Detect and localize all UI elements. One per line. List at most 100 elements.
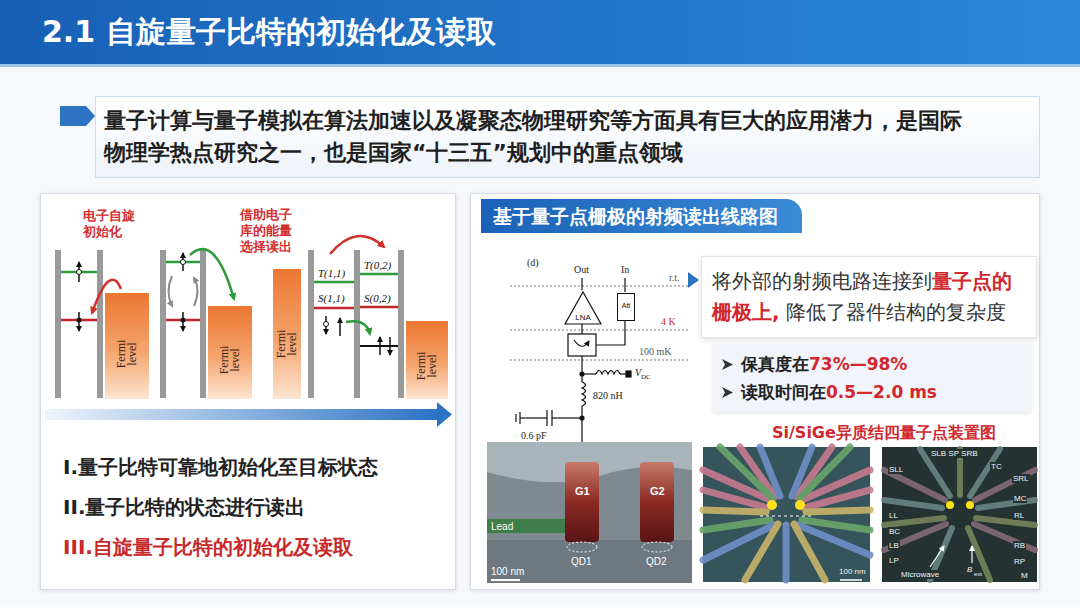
device-image bbox=[971, 546, 972, 563]
device-image bbox=[745, 524, 778, 580]
device-image bbox=[884, 449, 1035, 580]
panel-ground bbox=[40, 193, 1040, 590]
amplifier-outline bbox=[565, 292, 601, 324]
device-image bbox=[794, 524, 825, 580]
energy-diagram bbox=[360, 306, 398, 309]
sem-image bbox=[567, 542, 597, 552]
device-image bbox=[946, 501, 954, 509]
energy-diagram bbox=[360, 273, 398, 276]
title-band bbox=[0, 0, 1080, 67]
callout-text: 降低了器件结构的复杂度 bbox=[786, 300, 1006, 324]
device-image bbox=[806, 510, 870, 512]
rf-circuit bbox=[519, 412, 520, 424]
title-band bbox=[0, 64, 1080, 67]
box-text: 量子计算与量子模拟在算法加速以及凝聚态物理研究等方面具有巨大的应用潜力，是国际物… bbox=[104, 105, 966, 169]
annotation-label: G2 bbox=[650, 486, 665, 497]
annotation-label: RP bbox=[1013, 557, 1026, 566]
fermi-block: Fermi level bbox=[273, 269, 301, 399]
rf-circuit bbox=[582, 382, 586, 406]
device-image bbox=[884, 500, 942, 508]
annotation-label: 借助电子库的能量选择读出 bbox=[240, 207, 296, 255]
energy-diagram bbox=[389, 337, 391, 355]
energy-diagram bbox=[314, 307, 354, 310]
rf-circuit bbox=[580, 416, 584, 420]
annotation-label: ext bbox=[974, 571, 982, 578]
sem-image bbox=[642, 542, 672, 552]
bullet-box: 保真度在73%—98%读取时间在0.5—2.0 ms bbox=[713, 344, 1031, 412]
energy-diagram bbox=[200, 250, 206, 398]
panel-ground bbox=[470, 193, 1040, 590]
annotation-label: TC bbox=[990, 462, 1003, 471]
annotation-label: 电子自旋初始化 bbox=[83, 208, 139, 240]
device-image bbox=[760, 447, 780, 496]
bullet-text: 0.5—2.0 ms bbox=[826, 382, 937, 402]
bullet-arrow bbox=[721, 386, 734, 399]
annotation-label: DC bbox=[641, 373, 651, 381]
annotation-label: T(0,2) bbox=[363, 259, 392, 271]
annotation-label: 820 nH bbox=[592, 390, 624, 402]
rf-circuit bbox=[581, 324, 582, 334]
device-image bbox=[804, 490, 870, 508]
panel-ground bbox=[40, 193, 456, 590]
energy-diagram bbox=[308, 250, 314, 398]
energy-diagram bbox=[45, 409, 437, 420]
annotation-label: B bbox=[966, 565, 973, 574]
fermi-label: Fermi level bbox=[219, 339, 241, 381]
sem-image bbox=[640, 462, 674, 542]
amplifier-triangle: LNA bbox=[564, 291, 602, 325]
rf-circuit bbox=[574, 340, 589, 346]
annotation-label: M bbox=[1020, 571, 1029, 580]
rf-circuit bbox=[626, 371, 631, 377]
annotation-label: RL bbox=[1013, 511, 1025, 520]
rf-circuit bbox=[620, 373, 626, 374]
annotation-label: 100 mK bbox=[638, 346, 673, 358]
annotation-label: LB bbox=[888, 541, 900, 550]
energy-diagram bbox=[360, 345, 398, 347]
energy-diagram bbox=[194, 278, 198, 306]
panel-text: I.量子比特可靠地初始化至目标状态 bbox=[63, 454, 378, 480]
device-image bbox=[703, 490, 768, 508]
annotation-label: Microwave bbox=[900, 570, 940, 579]
sem-image bbox=[565, 462, 599, 542]
annotation-label: In bbox=[620, 264, 630, 276]
annotation-label: SRL bbox=[1012, 474, 1030, 483]
energy-diagram bbox=[55, 250, 61, 398]
annotation-label: S(0,2) bbox=[363, 292, 392, 304]
annotation-label: LL bbox=[888, 511, 899, 520]
device-image bbox=[795, 500, 805, 510]
rf-circuit bbox=[551, 410, 552, 426]
annotation-label: SLL bbox=[888, 465, 904, 474]
bullet-line: 读取时间在0.5—2.0 ms bbox=[741, 378, 1021, 406]
panel-heading: 基于量子点栅极的射频读出线路图 bbox=[481, 199, 802, 233]
annotation-label: G1 bbox=[575, 486, 590, 497]
annotation-label: QD2 bbox=[646, 556, 667, 567]
annotation-label: Lead bbox=[491, 521, 513, 532]
device-image bbox=[884, 524, 946, 550]
annotation-label: BC bbox=[888, 527, 901, 536]
sem-image bbox=[487, 540, 692, 583]
device-image bbox=[783, 525, 790, 580]
device-image bbox=[882, 447, 1037, 582]
annotation-label: LP bbox=[888, 556, 900, 565]
fermi-block: Fermi level bbox=[406, 321, 448, 399]
title-band bbox=[0, 0, 1080, 64]
fermi-label: Fermi level bbox=[116, 333, 138, 375]
slide-title: 2.1 自旋量子比特的初始化及读取 bbox=[42, 13, 496, 51]
callout-text: 将外部的射频电路连接到 bbox=[712, 269, 932, 293]
device-image bbox=[703, 447, 870, 582]
energy-diagram bbox=[45, 236, 452, 427]
energy-diagram bbox=[181, 260, 186, 265]
panel-text: III.自旋量子比特的初始化及读取 bbox=[63, 534, 353, 560]
bullet-text: 读取时间在 bbox=[741, 382, 826, 402]
rf-circuit bbox=[510, 278, 690, 462]
sem-image bbox=[487, 442, 692, 583]
rf-circuit bbox=[552, 417, 582, 418]
device-image bbox=[966, 501, 974, 509]
right-panel: 基于量子点栅极的射频读出线路图LNAAtt将外部的射频电路连接到量子点的栅极上,… bbox=[470, 193, 1040, 590]
annotation-label: SLB SP SRB bbox=[930, 449, 979, 458]
energy-diagram bbox=[190, 249, 234, 299]
bullet-line: 保真度在73%—98% bbox=[741, 350, 1021, 378]
annotation-label: 100 nm bbox=[491, 566, 524, 577]
sem-image bbox=[487, 519, 565, 533]
device-image bbox=[974, 524, 1035, 550]
